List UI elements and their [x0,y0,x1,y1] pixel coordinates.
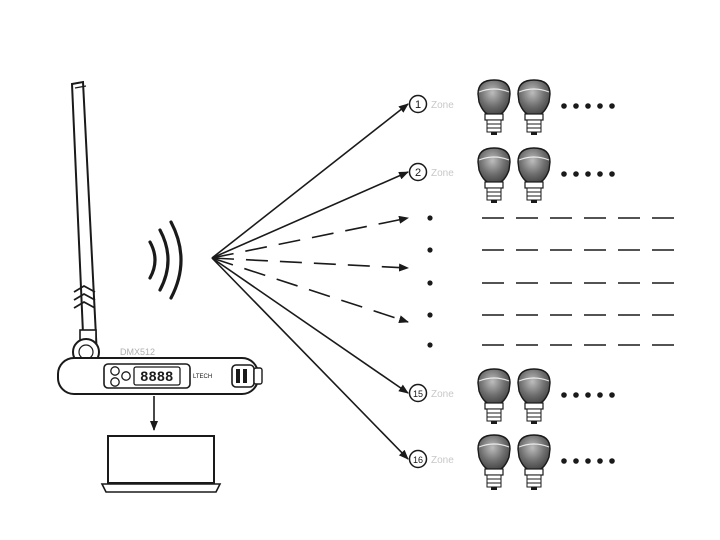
ellipsis-dot [609,458,615,464]
controller-device: DMX512 8888 LTECH [57,347,263,395]
dashed-arrow [211,257,409,324]
placeholder-dot [427,280,433,286]
zone-number-circle [408,449,428,469]
zone-arrow [211,171,409,259]
led-bulb-icon [517,368,551,424]
ellipsis-dot [597,392,603,398]
ellipsis-dot [561,171,567,177]
ellipsis-dot [609,103,615,109]
ellipsis-dot [561,392,567,398]
led-bulb-icon [517,79,551,135]
led-bulb-icon [517,147,551,203]
ellipsis-dot [561,458,567,464]
ellipsis-dot [573,392,579,398]
zone-row: 15 Zone [408,368,615,424]
placeholder-dot [427,247,433,253]
ellipsis-dot [573,103,579,109]
down-button [110,377,120,387]
dashed-arrow [211,257,409,272]
zone-arrow [211,257,409,460]
mode-button [121,371,131,381]
ellipsis-dot [573,458,579,464]
placeholder-row [427,247,676,253]
ellipsis-dot [597,458,603,464]
ellipsis-dot [597,171,603,177]
ellipsis-dot [585,458,591,464]
zone-row: 2 Zone [408,147,615,203]
led-bulb-icon [477,79,511,135]
up-button [110,366,120,376]
ellipsis-dot [585,103,591,109]
zone-row: 16 Zone [408,434,615,490]
zone-number: 16 [413,455,423,465]
signal-rays [211,103,409,460]
ellipsis-dot [585,392,591,398]
led-bulb-icon [477,147,511,203]
device-brand: DMX512 [120,347,155,357]
ellipsis-dot [561,103,567,109]
ellipsis-dot [585,171,591,177]
ellipsis-dot [597,103,603,109]
placeholder-row [427,215,676,221]
dashed-arrow [211,215,409,259]
receiver-box [100,435,222,493]
led-bulb-icon [517,434,551,490]
zone-label: Zone [431,389,454,400]
zone-arrow [211,103,409,259]
led-bulb-icon [477,434,511,490]
placeholder-dot [427,312,433,318]
zone-number-circle [408,94,428,114]
display-digits: 8888 [140,368,173,384]
ellipsis-dot [609,392,615,398]
zone-label: Zone [431,455,454,466]
zone-number-circle [408,162,428,182]
led-display [133,366,181,386]
ellipsis-dot [609,171,615,177]
placeholder-dot [427,215,433,221]
zone-row: 1 Zone [408,79,615,135]
placeholder-row [427,280,676,286]
zone-number: 2 [415,167,421,179]
ellipsis-dot [573,171,579,177]
antenna [70,80,100,366]
placeholder-row [427,342,676,348]
placeholder-row [427,312,676,318]
zone-label: Zone [431,100,454,111]
wireless-signal-icon [148,220,183,300]
zone-number: 1 [415,99,421,111]
zone-arrow [211,257,409,394]
led-bulb-icon [477,368,511,424]
placeholder-dot [427,342,433,348]
zone-label: Zone [431,168,454,179]
zone-number-circle [408,383,428,403]
device-model: LTECH [193,374,212,380]
zone-number: 15 [413,389,423,399]
